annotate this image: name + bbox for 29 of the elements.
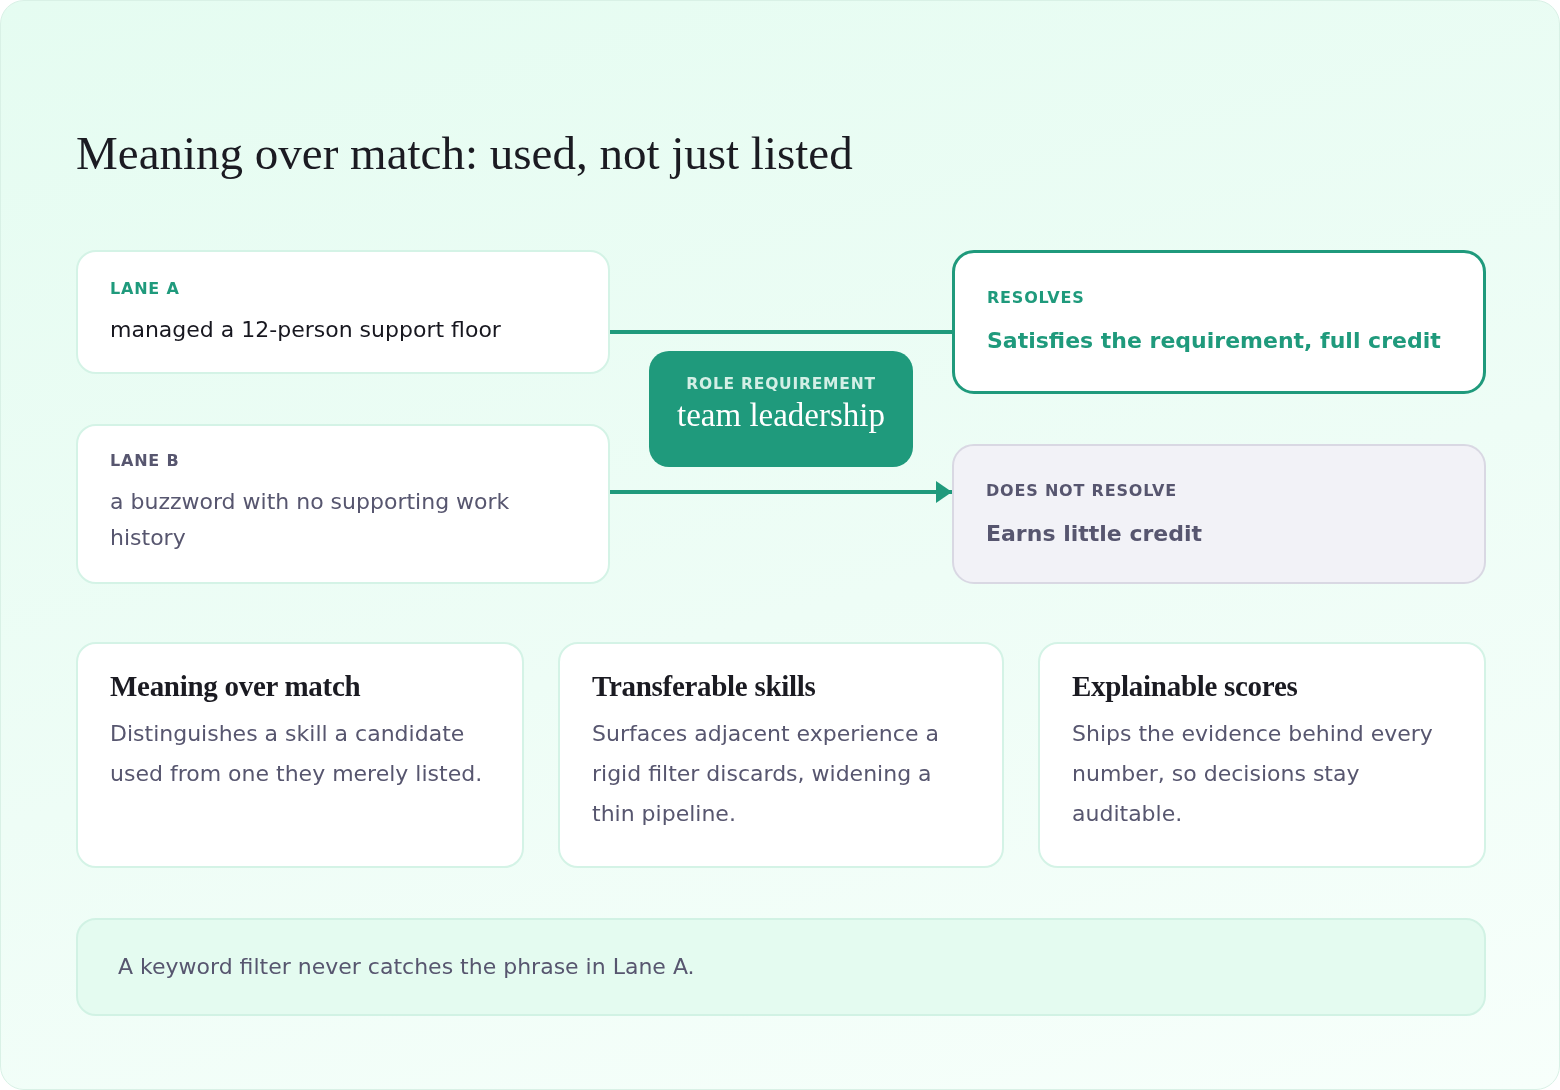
connector-line xyxy=(610,330,952,334)
arrow xyxy=(610,481,952,503)
lane-label: LANE A xyxy=(110,278,181,300)
feature-heading: Meaning over match xyxy=(110,669,362,704)
feature-card xyxy=(76,642,524,868)
lane-label: LANE B xyxy=(110,450,181,472)
outcome-text: Earns little credit xyxy=(986,520,1203,548)
note-text: A keyword filter never catches the phrase in Lane A. xyxy=(118,953,696,981)
lane-card xyxy=(76,250,610,374)
requirement-box xyxy=(649,351,913,467)
feature-card xyxy=(558,642,1004,868)
lane-text: a buzzword with no supporting work history xyxy=(110,488,511,552)
feature-heading: Transferable skills xyxy=(592,669,817,704)
feature-text: Ships the evidence behind every number, so decisions stay auditable. xyxy=(1072,720,1434,828)
requirement-label: ROLE REQUIREMENT xyxy=(685,374,877,395)
outcome-label: DOES NOT RESOLVE xyxy=(986,480,1178,502)
requirement-text: team leadership xyxy=(676,396,886,435)
outcome-card xyxy=(952,250,1486,394)
feature-text: Surfaces adjacent experience a rigid filter discards, widening a thin pipeline. xyxy=(592,720,940,828)
feature-heading: Explainable scores xyxy=(1072,669,1299,704)
lane-text: managed a 12-person support floor xyxy=(110,316,502,344)
feature-text: Distinguishes a skill a candidate used from one they merely listed. xyxy=(110,720,484,788)
title: Meaning over match: used, not just listed xyxy=(76,126,853,181)
lane-card xyxy=(76,424,610,584)
outcome-label: RESOLVES xyxy=(987,287,1086,309)
outcome-card xyxy=(952,444,1486,584)
note-box xyxy=(76,918,1486,1016)
outcome-text: Satisfies the requirement, full credit xyxy=(987,327,1442,355)
feature-card xyxy=(1038,642,1486,868)
